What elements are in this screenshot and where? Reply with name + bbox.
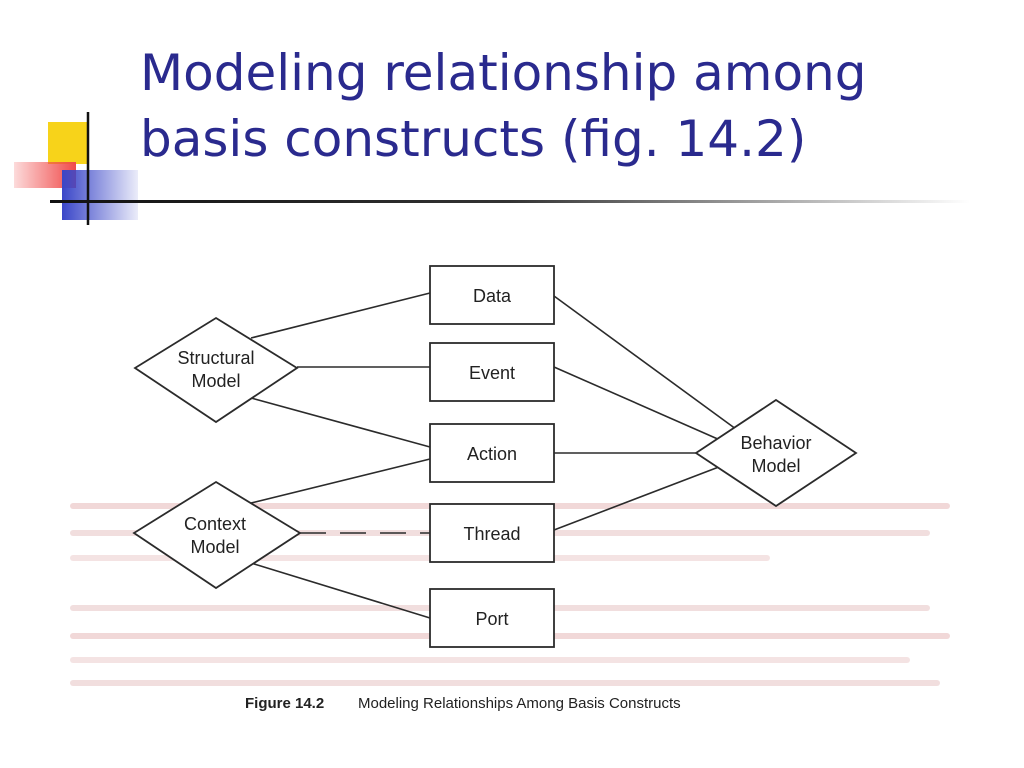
behavior-model-diamond [694,398,858,508]
deco-blue-square [62,170,138,220]
data-box [429,265,555,325]
connector-data-behavior [553,295,741,433]
figure-caption-text: Modeling Relationships Among Basis Const… [358,695,681,712]
behavior-model-label-line-1: Behavior [740,433,811,453]
bleed-through-line [70,555,770,561]
structural-model-label-line-1: Structural [177,348,254,368]
corner-decoration [14,112,138,228]
title-divider [50,200,970,203]
figure-caption-number: Figure 14.2 [245,695,324,712]
connector-thread-behavior [553,464,725,531]
data-label: Data [473,286,512,306]
structural-model-label-line-2: Model [191,371,240,391]
port-box [429,588,555,648]
context-model-label-line-1: Context [184,514,246,534]
thread-label: Thread [463,524,520,544]
slide-title-line-2: basis constructs (fig. 14.2) [140,110,807,168]
structural-model-diamond [133,316,299,424]
connector-structural-data [250,292,431,339]
connector-context-action [250,458,431,504]
event-label: Event [469,363,515,383]
slide-title-line-1: Modeling relationship among [140,44,867,102]
action-box [429,423,555,483]
context-model-diamond [132,480,302,590]
connector-structural-action [250,397,431,448]
deco-yellow-square [48,122,88,164]
connector-context-port [250,562,431,619]
context-model-label-line-2: Model [190,537,239,557]
behavior-model-label-line-2: Model [751,456,800,476]
action-label: Action [467,444,517,464]
bleed-through-line [70,680,940,686]
event-box [429,342,555,402]
slide-title: Modeling relationship among basis constr… [140,40,1000,172]
connector-event-behavior [553,366,721,441]
bleed-through-line [70,657,910,663]
port-label: Port [475,609,508,629]
thread-box [429,503,555,563]
